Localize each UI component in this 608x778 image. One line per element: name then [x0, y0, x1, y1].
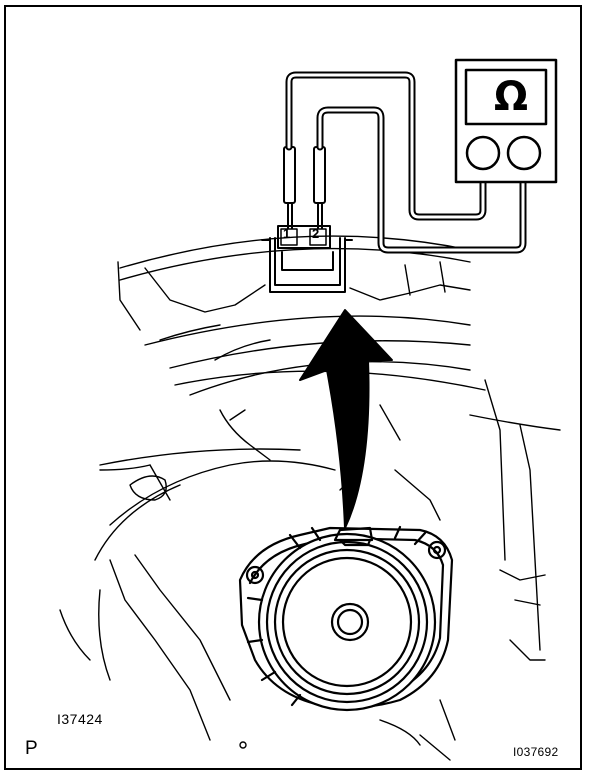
- ohmmeter: [454, 58, 558, 184]
- pin-2-label: 2: [312, 226, 320, 241]
- figure-code-right: I037692: [513, 745, 559, 759]
- direction-arrow: [299, 309, 393, 529]
- pin-1-label: 1: [283, 226, 291, 241]
- door-connector: [261, 225, 353, 293]
- speaker: [238, 525, 454, 712]
- test-probes: [283, 146, 326, 229]
- figure-code-left: I37424: [57, 711, 103, 727]
- corner-letter: P: [25, 738, 38, 759]
- ohm-symbol: Ω: [493, 74, 528, 120]
